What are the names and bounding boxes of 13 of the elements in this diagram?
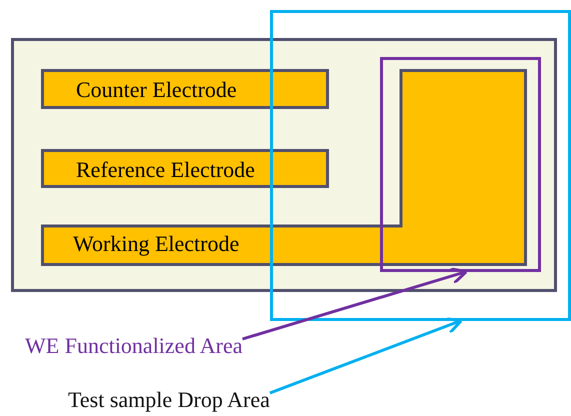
electrode-label: Reference Electrode	[76, 157, 255, 183]
electrode-bar	[41, 149, 329, 188]
leader-arrow	[242, 267, 468, 340]
leader-arrow	[269, 317, 463, 394]
sensor-strip	[11, 38, 557, 292]
area-label: WE Functionalized Area	[25, 333, 242, 359]
drop-area-outline	[270, 10, 571, 321]
electrode-label: Counter Electrode	[76, 77, 237, 103]
area-label: Test sample Drop Area	[68, 387, 270, 413]
working-electrode	[41, 69, 527, 266]
electrode-bar	[41, 69, 329, 109]
electrode-label: Working Electrode	[73, 231, 240, 257]
functionalized-area-outline	[380, 57, 541, 272]
